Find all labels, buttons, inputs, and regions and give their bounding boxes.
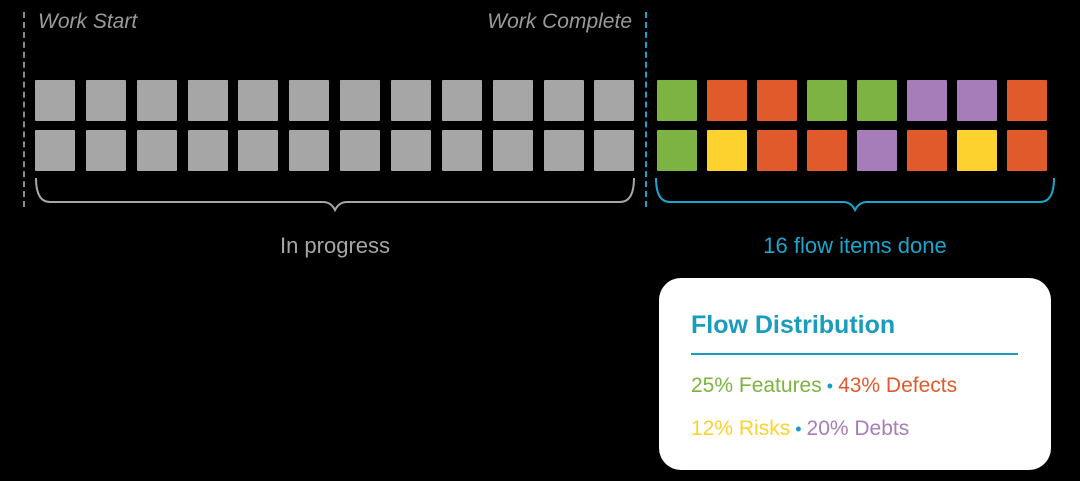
legend-features: 25% Features — [691, 374, 822, 397]
work-start-line — [23, 12, 25, 207]
done-item-risk — [707, 130, 747, 171]
in-progress-item — [187, 80, 228, 121]
in-progress-brace — [35, 177, 635, 212]
legend-separator: • — [826, 376, 834, 396]
in-progress-item — [289, 80, 330, 121]
in-progress-item — [85, 80, 126, 121]
in-progress-item — [543, 130, 584, 171]
in-progress-item — [340, 130, 381, 171]
done-item-defect — [907, 130, 947, 171]
done-item-feature — [657, 130, 697, 171]
legend-debts: 20% Debts — [806, 417, 910, 440]
in-progress-item — [594, 80, 635, 121]
done-item-defect — [757, 130, 797, 171]
legend-row: 25% Features•43% Defects — [691, 374, 957, 398]
in-progress-item — [390, 80, 431, 121]
in-progress-item — [136, 130, 177, 171]
done-item-risk — [957, 130, 997, 171]
in-progress-item — [238, 80, 279, 121]
in-progress-item — [492, 80, 533, 121]
legend-row: 12% Risks•20% Debts — [691, 417, 909, 441]
work-complete-label: Work Complete — [487, 10, 632, 33]
done-item-feature — [807, 80, 847, 121]
done-item-feature — [857, 80, 897, 121]
in-progress-item — [85, 130, 126, 171]
legend-title: Flow Distribution — [691, 311, 896, 339]
in-progress-caption: In progress — [279, 233, 391, 258]
done-item-defect — [1007, 130, 1047, 171]
in-progress-item — [35, 80, 75, 121]
in-progress-item — [441, 130, 482, 171]
in-progress-item — [543, 80, 584, 121]
done-item-debt — [857, 130, 897, 171]
in-progress-item — [289, 130, 330, 171]
flow-distribution-card: Flow Distribution 25% Features•43% Defec… — [659, 278, 1051, 470]
legend-risks: 12% Risks — [691, 417, 791, 440]
in-progress-item — [238, 130, 279, 171]
done-item-defect — [807, 130, 847, 171]
done-item-defect — [757, 80, 797, 121]
work-start-label: Work Start — [38, 10, 138, 33]
in-progress-item — [594, 130, 635, 171]
done-item-feature — [657, 80, 697, 121]
in-progress-item — [187, 130, 228, 171]
in-progress-item — [340, 80, 381, 121]
in-progress-item — [390, 130, 431, 171]
legend-divider — [691, 353, 1018, 355]
done-item-debt — [907, 80, 947, 121]
done-item-defect — [707, 80, 747, 121]
done-items-brace — [655, 177, 1055, 212]
in-progress-item — [441, 80, 482, 121]
in-progress-item — [136, 80, 177, 121]
done-item-defect — [1007, 80, 1047, 121]
in-progress-item — [492, 130, 533, 171]
legend-defects: 43% Defects — [838, 374, 958, 397]
in-progress-item — [35, 130, 75, 171]
legend-separator: • — [795, 419, 802, 439]
done-caption: 16 flow items done — [763, 233, 947, 258]
work-complete-line — [645, 12, 647, 207]
done-item-debt — [957, 80, 997, 121]
